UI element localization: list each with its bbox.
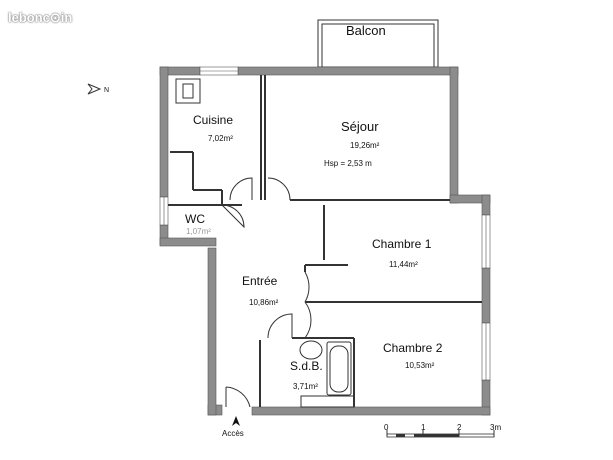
room-name-cuisine: Cuisine	[193, 113, 233, 127]
room-name-entree: Entrée	[242, 274, 278, 288]
room-area-entree: 10,86m²	[249, 298, 279, 307]
room-note-sejour: Hsp = 2,53 m	[324, 159, 372, 168]
doors	[221, 177, 312, 408]
room-area-sejour: 19,26m²	[350, 141, 380, 150]
scale-bar: 0 1 2 3m	[384, 423, 501, 438]
scale-tick-1: 1	[421, 423, 426, 432]
room-name-chambre2: Chambre 2	[383, 341, 443, 355]
access-label: Accès	[222, 429, 244, 438]
scale-tick-3: 3m	[490, 423, 501, 432]
room-name-sdb: S.d.B.	[290, 359, 323, 373]
walls	[159, 66, 491, 416]
sink-icon	[175, 78, 201, 104]
room-name-wc: WC	[185, 212, 205, 226]
north-arrow-icon: N	[87, 83, 109, 95]
north-label: N	[104, 87, 109, 94]
room-area-chambre2: 10,53m²	[405, 361, 435, 370]
windows	[159, 66, 491, 381]
scale-tick-0: 0	[384, 423, 389, 432]
room-area-chambre1: 11,44m²	[389, 260, 418, 269]
room-area-sdb: 3,71m²	[293, 382, 318, 391]
watermark-logo: lebonc⊙in	[8, 10, 73, 25]
fixtures	[175, 78, 355, 408]
room-name-balcon: Balcon	[346, 23, 386, 38]
washbasin-icon	[299, 340, 323, 360]
room-area-cuisine: 7,02m²	[208, 134, 233, 143]
room-name-sejour: Séjour	[341, 119, 379, 134]
room-name-chambre1: Chambre 1	[372, 237, 432, 251]
room-area-wc: 1,07m²	[186, 227, 211, 236]
scale-tick-2: 2	[457, 423, 462, 432]
access-arrow-icon	[232, 416, 240, 426]
interior-walls	[168, 75, 482, 407]
bathtub-icon	[326, 341, 352, 396]
